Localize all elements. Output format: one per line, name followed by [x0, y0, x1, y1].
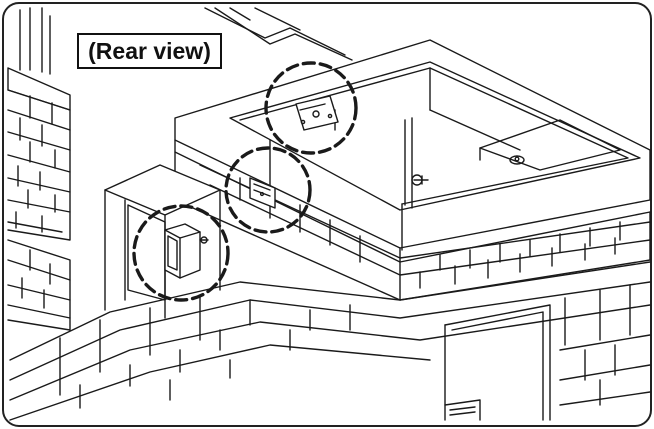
lower-foreground-wall	[9, 261, 651, 421]
electrical-box	[164, 223, 209, 279]
side-mount-bracket	[249, 177, 276, 209]
view-label: (Rear view)	[77, 33, 222, 69]
counter-top	[174, 39, 651, 263]
top-mount-bracket	[295, 95, 339, 131]
callout-side-bracket	[224, 146, 312, 234]
callout-circles	[132, 61, 358, 302]
callout-electrical-box	[132, 204, 230, 302]
round-fitting	[509, 155, 525, 165]
left-brick-wall	[7, 7, 71, 331]
knob-fitting	[411, 174, 429, 186]
callout-top-bracket	[264, 61, 358, 155]
top-background-wall	[204, 7, 353, 61]
view-label-text: (Rear view)	[88, 37, 211, 64]
